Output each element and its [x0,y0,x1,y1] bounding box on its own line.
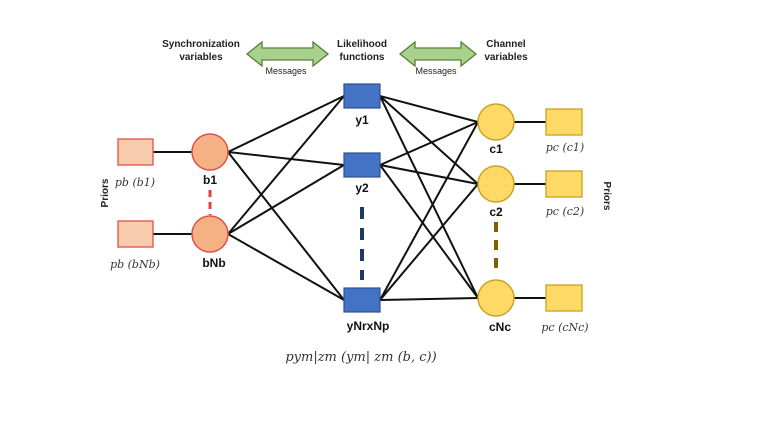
edge-y2-c1 [379,121,479,166]
likelihood-label-yN: yNrxNp [347,319,390,333]
channel-label-c2: c2 [489,205,503,219]
likelihood-label-y1: y1 [355,113,369,127]
edge-b1-y1 [227,95,345,153]
sync-header-line2: variables [179,52,223,63]
sync-node-bNb [191,215,229,253]
channel-prior-square-3 [545,284,583,312]
edge-y1-cN [379,95,479,299]
edge-yN-c1 [379,121,479,301]
messages-label-right: Messages [415,66,457,76]
edge-y1-c1 [379,95,479,123]
sync-node-b1 [191,133,229,171]
channel-node-cNc [477,279,515,317]
messages-arrow-left [245,40,330,68]
edge-bNb-y2 [227,164,345,235]
sync-node-label-b1: b1 [203,173,217,187]
likelihood-header-line1: Likelihood [337,39,387,50]
edge-y1-c2 [379,95,479,185]
sync-prior-label-1: pb (b1) [115,176,155,189]
sync-prior-square-2 [117,220,154,248]
channel-header-line2: variables [484,52,528,63]
channel-prior-label-3: pc (cNc) [541,321,588,334]
channel-label-c1: c1 [489,142,503,156]
edge-yN-cN [379,297,479,301]
likelihood-node-yN [343,287,381,313]
likelihood-formula: pym|zm (ym| zm (b, c)) [285,350,436,365]
likelihood-node-y2 [343,152,381,178]
priors-side-label-left: Priors [100,178,111,207]
channel-node-c2 [477,165,515,203]
sync-node-label-bNb: bNb [202,256,225,270]
edge-bNb-y1 [227,95,345,235]
edge-b1-y2 [227,151,345,166]
priors-side-label-right: Priors [601,182,612,211]
channel-prior-square-2 [545,170,583,198]
channel-node-c1 [477,103,515,141]
edge-y2-c2 [379,164,479,185]
edge-yN-c2 [379,183,479,301]
sync-header-line1: Synchronization [162,39,240,50]
messages-arrow-right [398,40,478,68]
edge-b1-yN [227,151,345,301]
edge-bNb-yN [227,233,345,301]
likelihood-label-y2: y2 [355,181,369,195]
sync-prior-label-2: pb (bNb) [110,258,160,271]
likelihood-header-line2: functions [340,52,385,63]
channel-header-line1: Channel [486,39,526,50]
likelihood-node-y1 [343,83,381,109]
graph-edges [153,95,546,301]
sync-prior-square-1 [117,138,154,166]
channel-prior-label-2: pc (c2) [546,205,584,218]
messages-label-left: Messages [265,66,307,76]
channel-label-cNc: cNc [489,320,511,334]
edge-y2-cN [379,164,479,299]
channel-prior-square-1 [545,108,583,136]
channel-prior-label-1: pc (c1) [546,141,584,154]
